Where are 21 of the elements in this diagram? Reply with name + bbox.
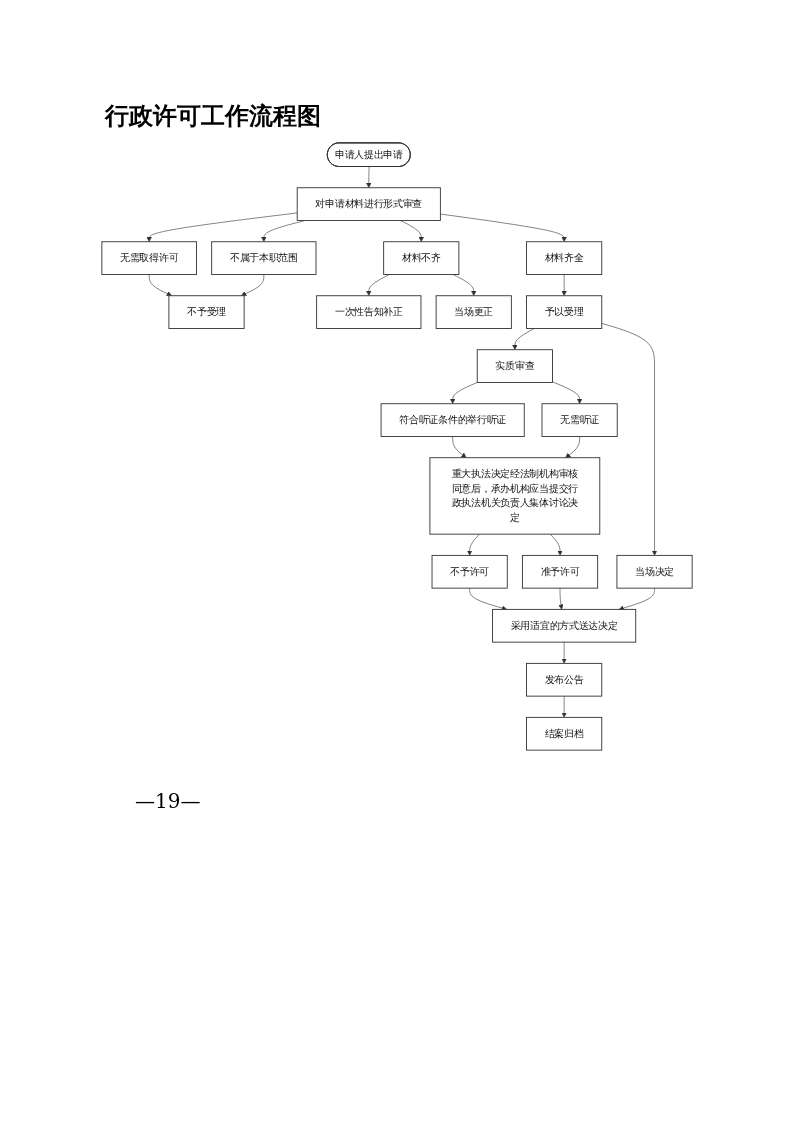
node-box: 无需取得许可 (100, 241, 197, 275)
node-box: 发布公告 (525, 662, 602, 697)
node-box: 当场更正 (435, 295, 512, 329)
node-box: 符合听证条件的举行听证 (380, 403, 525, 437)
node-box: 不予受理 (167, 295, 245, 329)
node-box: 予以受理 (525, 295, 602, 329)
node-box: 无需听证 (541, 403, 618, 437)
page-number: —19— (135, 789, 202, 813)
node-box: 不属于本职范围 (210, 241, 316, 275)
node-box: 不予许可 (431, 554, 508, 589)
diagram-title: 行政许可工作流程图 (105, 100, 322, 132)
node-box: 当场决定 (615, 554, 693, 589)
node-box: 重大执法决定经法制机构审核同意后，承办机构应当提交行政执法机关负责人集体讨论决定 (428, 457, 600, 535)
node-box: 采用适宜的方式送达决定 (491, 608, 636, 643)
node-box: 对申请材料进行形式审查 (296, 187, 441, 221)
node-box: 准予许可 (521, 554, 598, 589)
node-box: 实质审查 (476, 349, 553, 383)
node-box: 材料不齐 (382, 241, 459, 275)
node-box: 一次性告知补正 (315, 295, 421, 329)
node-box: 材料齐全 (525, 241, 602, 275)
node-box: 结案归档 (525, 716, 602, 751)
